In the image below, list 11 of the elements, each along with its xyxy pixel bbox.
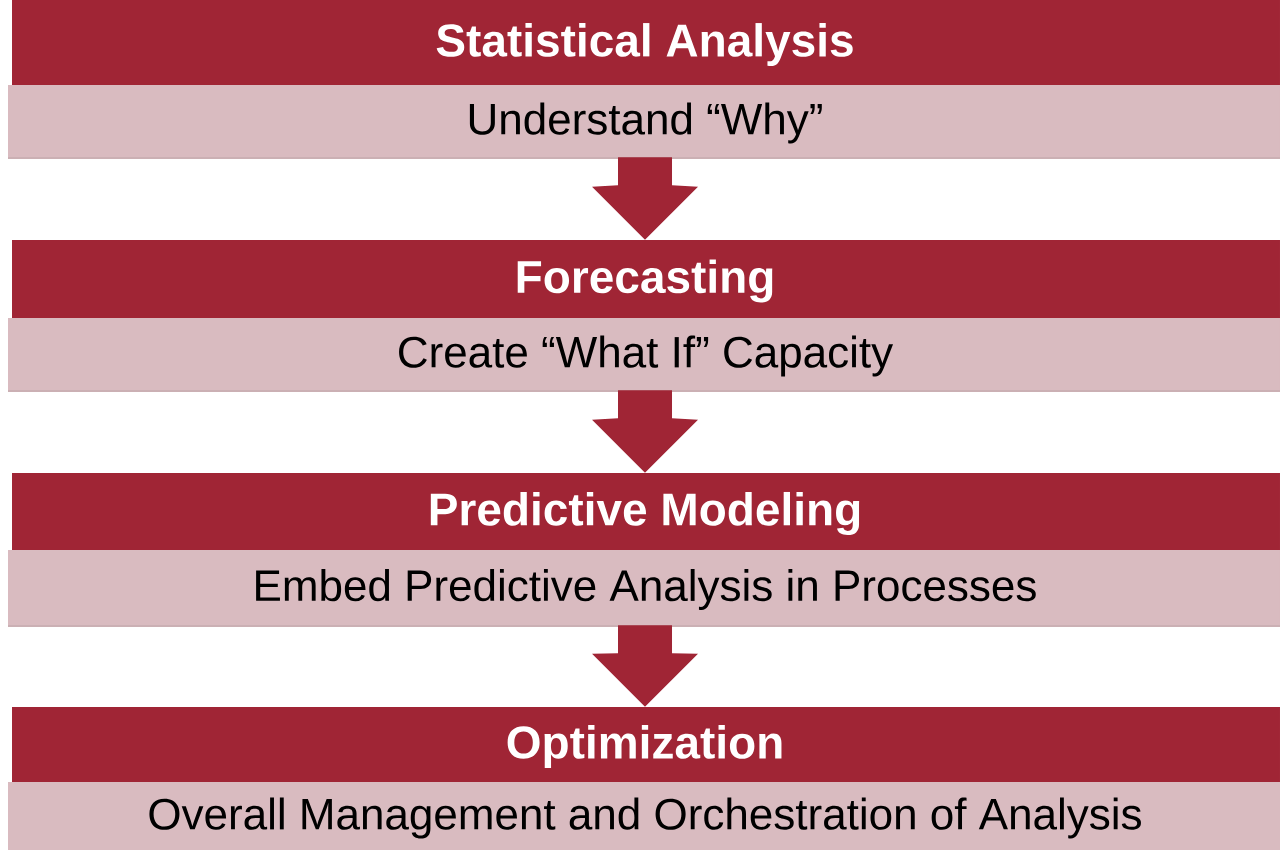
body-band: Overall Management and Orchestration of Analysis: [8, 782, 1280, 850]
block-arrow: [592, 390, 698, 473]
header-band: Predictive Modeling: [12, 473, 1280, 550]
header-band: Statistical Analysis: [12, 0, 1280, 85]
body-band: Understand “Why”: [8, 85, 1280, 159]
header-band: Optimization: [12, 707, 1280, 782]
block-arrow: [592, 625, 698, 707]
body-band: Create “What If” Capacity: [8, 318, 1280, 392]
block-arrow: [592, 157, 698, 240]
body-band: Embed Predictive Analysis in Processes: [8, 550, 1280, 627]
header-band: Forecasting: [12, 240, 1280, 318]
